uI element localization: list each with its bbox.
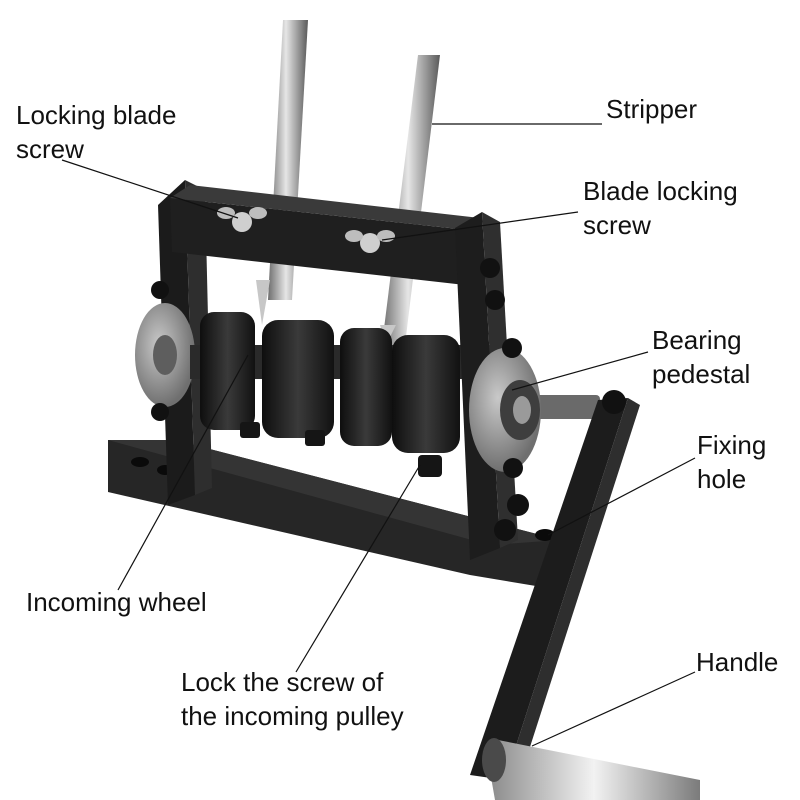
leader-incoming-wheel — [117, 354, 249, 591]
label-blade-locking-screw: Blade locking screw — [583, 176, 738, 240]
handle-grip — [482, 738, 700, 800]
leader-fixing-hole — [547, 457, 696, 536]
leader-locking-blade-screw — [61, 159, 239, 219]
label-stripper: Stripper — [606, 94, 698, 124]
blade-locking-screw-icon — [345, 230, 395, 253]
label-bearing-pedestal: Bearing pedestal — [652, 325, 751, 389]
crank-arm — [470, 390, 640, 780]
label-locking-blade-screw: Locking blade screw — [16, 100, 177, 164]
fixing-hole — [535, 529, 555, 541]
left-bearing-center — [153, 335, 177, 375]
label-lock-screw-pulley: Lock the screw of the incoming pulley — [181, 667, 404, 731]
bearing-center — [513, 396, 531, 424]
label-fixing-hole: Fixing hole — [697, 430, 767, 494]
pulley-lock-screws — [240, 422, 442, 477]
label-incoming-wheel: Incoming wheel — [26, 587, 207, 617]
frame-bolts — [151, 258, 529, 541]
leader-lock-screw-pulley — [295, 464, 421, 673]
incoming-wheels — [200, 312, 460, 453]
leader-blade-locking-screw — [381, 211, 579, 241]
stripper-rods — [256, 20, 440, 345]
label-handle: Handle — [696, 647, 779, 677]
blade-holder-bar — [170, 185, 480, 285]
leader-bearing-pedestal — [511, 351, 649, 391]
leader-lines — [61, 123, 696, 747]
base-hole-left — [131, 457, 149, 467]
locking-blade-screw-icon — [217, 207, 267, 232]
leader-handle — [531, 671, 696, 747]
